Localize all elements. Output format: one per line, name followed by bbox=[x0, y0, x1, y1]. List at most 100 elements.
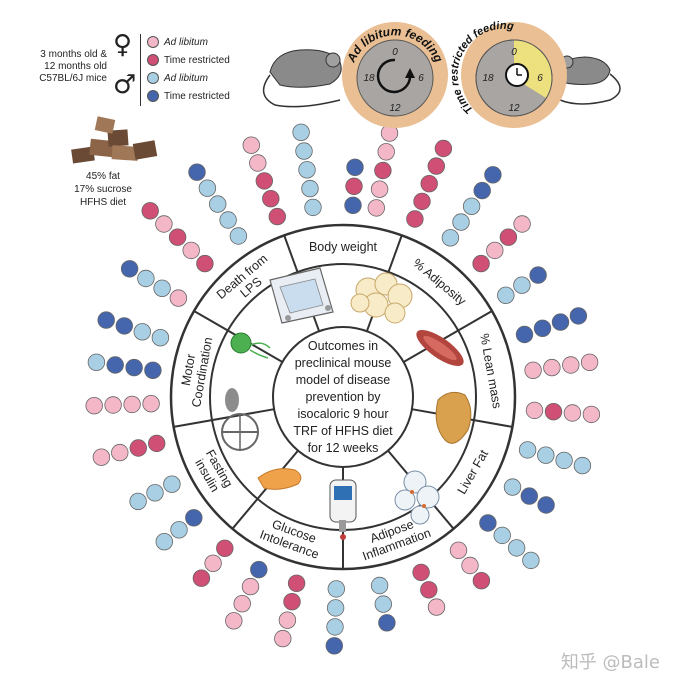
group-dot bbox=[250, 560, 268, 579]
legend-item-female-trf: Time restricted bbox=[147, 54, 230, 66]
dot-ray bbox=[367, 124, 399, 217]
mouse-info-line: 3 months old & bbox=[40, 49, 107, 60]
group-dot bbox=[346, 158, 364, 177]
dot-ray bbox=[225, 560, 268, 630]
dot-ray bbox=[441, 166, 502, 247]
group-dot bbox=[472, 254, 490, 273]
group-dot bbox=[462, 197, 481, 216]
dot-ray bbox=[525, 401, 601, 424]
group-dot bbox=[472, 572, 491, 590]
group-dot bbox=[544, 403, 563, 421]
legend-label: Ad libitum bbox=[164, 72, 208, 84]
segment-divider bbox=[403, 310, 493, 363]
group-dot bbox=[278, 611, 297, 629]
group-dot bbox=[262, 189, 280, 208]
center-text-line: model of disease bbox=[296, 373, 391, 387]
group-dot bbox=[141, 202, 159, 220]
female-symbol-icon: ♀ bbox=[113, 30, 133, 60]
group-dot bbox=[420, 581, 438, 599]
group-dot bbox=[449, 541, 468, 560]
dot-ray bbox=[155, 509, 203, 551]
mouse-left-icon bbox=[262, 49, 342, 108]
group-dot bbox=[229, 227, 248, 245]
dot-ray bbox=[120, 260, 188, 307]
food-pellets-icon bbox=[71, 116, 158, 164]
group-dot bbox=[374, 161, 392, 180]
group-dot bbox=[513, 215, 531, 233]
group-dot bbox=[493, 526, 511, 545]
segment-divider bbox=[231, 449, 299, 530]
mouse-right-icon bbox=[554, 55, 621, 105]
group-dot bbox=[515, 325, 534, 344]
clock-hour: 6 bbox=[537, 73, 543, 84]
group-dot bbox=[326, 618, 344, 636]
group-dot bbox=[216, 539, 234, 558]
group-dot bbox=[163, 475, 181, 493]
group-dot bbox=[533, 319, 552, 338]
group-dot bbox=[377, 143, 395, 161]
dot-ray bbox=[85, 395, 160, 415]
group-dot bbox=[486, 241, 504, 260]
inflamed-adipose-icon bbox=[394, 470, 440, 525]
diet-line: 45% fat bbox=[86, 171, 120, 182]
dot-ray bbox=[129, 475, 181, 511]
time-restricted-clock bbox=[461, 22, 567, 128]
group-dot bbox=[255, 172, 273, 190]
watermark: 知乎 @Bale bbox=[560, 652, 660, 673]
group-dot bbox=[204, 554, 222, 573]
group-dot bbox=[123, 395, 141, 414]
dot-ray bbox=[192, 539, 234, 587]
outcome-label-line: Motor bbox=[179, 353, 198, 387]
group-dot bbox=[434, 139, 453, 158]
group-dot bbox=[522, 551, 540, 570]
group-dot bbox=[503, 478, 522, 496]
group-dot bbox=[196, 254, 214, 273]
group-dot bbox=[563, 404, 582, 422]
clock-hour: 0 bbox=[392, 47, 398, 58]
group-dot bbox=[292, 123, 310, 142]
group-dot bbox=[298, 161, 316, 179]
group-dot bbox=[452, 213, 470, 231]
group-dot bbox=[427, 598, 446, 616]
pancreas-icon bbox=[257, 468, 302, 490]
group-dot bbox=[120, 260, 139, 278]
dot-ray bbox=[87, 353, 162, 380]
diet-line: HFHS diet bbox=[79, 197, 127, 208]
dot-ray bbox=[92, 434, 166, 466]
legend-dot bbox=[147, 36, 159, 48]
dot-ray bbox=[515, 307, 588, 344]
mouse-info-line: C57BL/6J mice bbox=[39, 73, 107, 84]
group-dot bbox=[479, 514, 497, 532]
clock-hour: 6 bbox=[418, 73, 424, 84]
group-dot bbox=[378, 614, 396, 632]
group-dot bbox=[283, 593, 301, 611]
group-dot bbox=[137, 269, 155, 288]
group-dot bbox=[461, 556, 479, 575]
group-dot bbox=[106, 356, 124, 374]
group-dot bbox=[304, 198, 322, 217]
diet-description: 45% fat 17% sucrose HFHS diet bbox=[68, 170, 138, 209]
group-dot bbox=[413, 192, 431, 211]
group-dot bbox=[97, 311, 115, 329]
group-dot bbox=[111, 443, 129, 462]
group-dot bbox=[242, 136, 261, 154]
group-dot bbox=[155, 215, 173, 233]
center-text-line: isocaloric 9 hour bbox=[297, 407, 388, 421]
dot-ray bbox=[97, 311, 170, 347]
center-text-line: preclinical mouse bbox=[295, 356, 392, 370]
group-dot bbox=[249, 154, 267, 172]
group-dot bbox=[151, 329, 170, 347]
group-dot bbox=[155, 533, 174, 551]
legend-label: Time restricted bbox=[164, 90, 230, 102]
outcome-wheel bbox=[169, 223, 517, 571]
group-dot bbox=[170, 521, 188, 539]
group-dot bbox=[169, 289, 188, 307]
dot-ray bbox=[449, 541, 491, 590]
group-dot bbox=[497, 286, 515, 305]
adipose-tissue-icon bbox=[350, 272, 413, 324]
group-dot bbox=[185, 509, 203, 527]
legend-divider bbox=[140, 34, 141, 106]
group-dot bbox=[345, 177, 363, 196]
dot-ray bbox=[325, 580, 346, 655]
